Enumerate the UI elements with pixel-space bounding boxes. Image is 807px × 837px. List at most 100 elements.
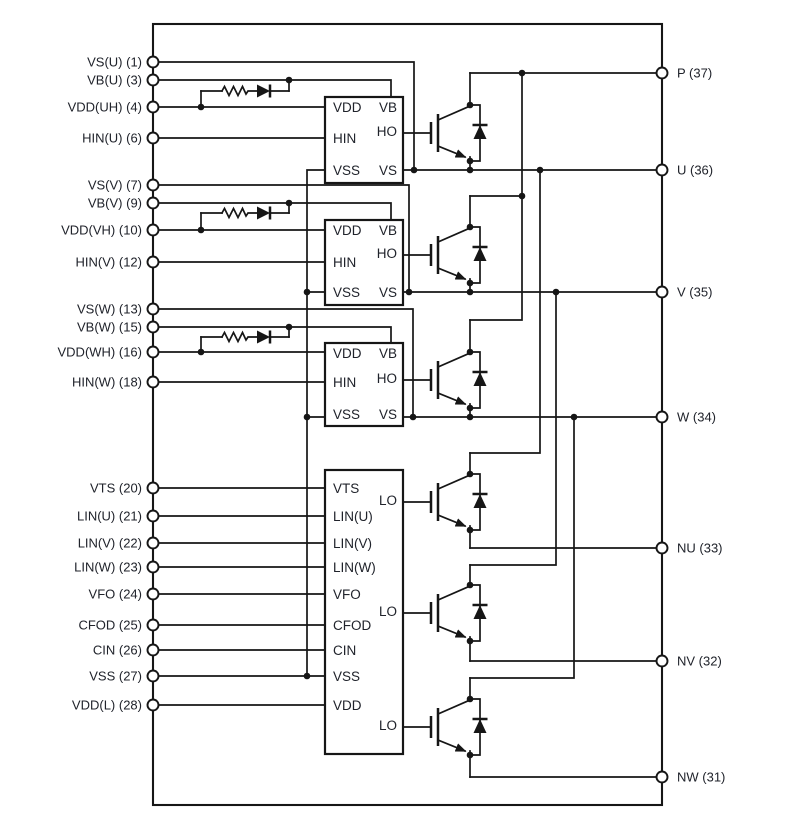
svg-text:VDD(L) (28): VDD(L) (28): [72, 698, 142, 713]
pin-label: VSS: [333, 163, 360, 178]
igbt-high-side-v: [403, 224, 488, 287]
terminal-cfod: CFOD (25): [78, 618, 160, 633]
pin-label: VFO: [333, 587, 361, 602]
svg-text:NU (33): NU (33): [677, 541, 723, 556]
igbt-low-side-u: [403, 471, 488, 534]
terminal-u: U (36): [655, 163, 713, 178]
svg-text:NW (31): NW (31): [677, 770, 725, 785]
svg-text:VTS (20): VTS (20): [90, 481, 142, 496]
pin-label: CIN: [333, 643, 356, 658]
terminal-p: P (37): [655, 66, 712, 81]
pin-label: HO: [377, 246, 397, 261]
n-lines: [469, 547, 663, 778]
pin-label: HIN: [333, 131, 356, 146]
wire-vs-u: [152, 61, 415, 171]
terminal-vfo: VFO (24): [89, 587, 160, 602]
terminal-vs-v: VS(V) (7): [88, 178, 160, 193]
pin-label: VB: [379, 223, 397, 238]
pin-label: VTS: [333, 481, 359, 496]
svg-text:P (37): P (37): [677, 66, 712, 81]
terminal-cin: CIN (26): [93, 643, 160, 658]
pin-label: VS: [379, 407, 397, 422]
pin-label: HO: [377, 371, 397, 386]
terminal-vss: VSS (27): [89, 669, 160, 684]
svg-text:VDD(WH) (16): VDD(WH) (16): [58, 345, 143, 360]
terminal-nw: NW (31): [655, 770, 725, 785]
bootstrap-v: [197, 199, 293, 234]
svg-text:VDD(UH) (4): VDD(UH) (4): [68, 100, 142, 115]
pin-label: VDD: [333, 346, 362, 361]
wire-vb-w: [152, 326, 392, 344]
pin-label: LIN(V): [333, 536, 372, 551]
hs-driver-block-w: VDD HIN VSS VB HO VS: [323, 341, 405, 428]
terminal-v: V (35): [655, 285, 712, 300]
svg-text:VB(U) (3): VB(U) (3): [87, 73, 142, 88]
svg-text:VB(V) (9): VB(V) (9): [88, 196, 142, 211]
svg-text:VDD(VH) (10): VDD(VH) (10): [61, 223, 142, 238]
terminal-vb-w: VB(W) (15): [77, 320, 160, 335]
svg-text:U (36): U (36): [677, 163, 713, 178]
terminal-hin-v: HIN(V) (12): [76, 255, 160, 270]
wire-vs-w: [152, 308, 414, 418]
pin-label: VB: [379, 100, 397, 115]
pin-label: VDD: [333, 698, 362, 713]
pin-label: HIN: [333, 255, 356, 270]
hs-driver-block-v: VDD HIN VSS VB HO VS: [323, 218, 405, 307]
igbt-high-side-u: [403, 102, 488, 165]
pin-label: VSS: [333, 669, 360, 684]
terminal-vs-w: VS(W) (13): [77, 302, 160, 317]
svg-text:LIN(W) (23): LIN(W) (23): [74, 560, 142, 575]
svg-text:VS(V) (7): VS(V) (7): [88, 178, 142, 193]
svg-text:VS(U) (1): VS(U) (1): [87, 55, 142, 70]
wire-vs-v: [152, 184, 410, 293]
terminal-vdd-wh: VDD(WH) (16): [58, 345, 160, 360]
svg-text:CFOD (25): CFOD (25): [78, 618, 142, 633]
p-rail: [469, 69, 663, 321]
w-phase-node: [402, 413, 663, 679]
terminal-vdd-vh: VDD(VH) (10): [61, 223, 160, 238]
svg-text:VB(W) (15): VB(W) (15): [77, 320, 142, 335]
hs-driver-block-u: VDD HIN VSS VB HO VS: [323, 95, 405, 185]
terminal-nu: NU (33): [655, 541, 723, 556]
wires-ls-inputs: [152, 487, 326, 706]
svg-text:HIN(W) (18): HIN(W) (18): [72, 375, 142, 390]
wire-vb-v: [152, 202, 392, 221]
igbt-low-side-w: [403, 696, 488, 759]
pin-label: CFOD: [333, 618, 371, 633]
svg-text:VS(W) (13): VS(W) (13): [77, 302, 142, 317]
igbt-high-side-w: [403, 349, 488, 412]
pin-label: HO: [377, 124, 397, 139]
svg-text:V (35): V (35): [677, 285, 712, 300]
pin-label: LO: [379, 718, 397, 733]
pin-label: LO: [379, 604, 397, 619]
right-terminals: P (37) U (36) V (35) W (34) NU (33) NV (…: [655, 66, 725, 785]
pin-label: HIN: [333, 375, 356, 390]
terminal-vdd-l: VDD(L) (28): [72, 698, 160, 713]
svg-text:VSS (27): VSS (27): [89, 669, 142, 684]
pin-label: VS: [379, 285, 397, 300]
pin-label: VSS: [333, 285, 360, 300]
svg-text:NV (32): NV (32): [677, 654, 722, 669]
svg-text:VFO (24): VFO (24): [89, 587, 142, 602]
pin-label: VSS: [333, 407, 360, 422]
terminal-lin-u: LIN(U) (21): [77, 509, 160, 524]
svg-text:HIN(V) (12): HIN(V) (12): [76, 255, 142, 270]
pin-label: VDD: [333, 223, 362, 238]
terminal-hin-w: HIN(W) (18): [72, 375, 160, 390]
wire-vb-u: [152, 79, 392, 98]
pin-label: VB: [379, 346, 397, 361]
terminal-nv: NV (32): [655, 654, 722, 669]
vss-bus: [303, 169, 326, 680]
svg-text:LIN(V) (22): LIN(V) (22): [78, 536, 142, 551]
terminal-lin-v: LIN(V) (22): [78, 536, 160, 551]
terminal-vb-u: VB(U) (3): [87, 73, 160, 88]
igbt-low-side-v: [403, 582, 488, 645]
pin-label: LO: [379, 493, 397, 508]
module-outline: [151, 22, 664, 807]
pin-label: LIN(W): [333, 560, 376, 575]
terminal-vts: VTS (20): [90, 481, 160, 496]
terminal-w: W (34): [655, 410, 716, 425]
terminal-hin-u: HIN(U) (6): [82, 131, 160, 146]
